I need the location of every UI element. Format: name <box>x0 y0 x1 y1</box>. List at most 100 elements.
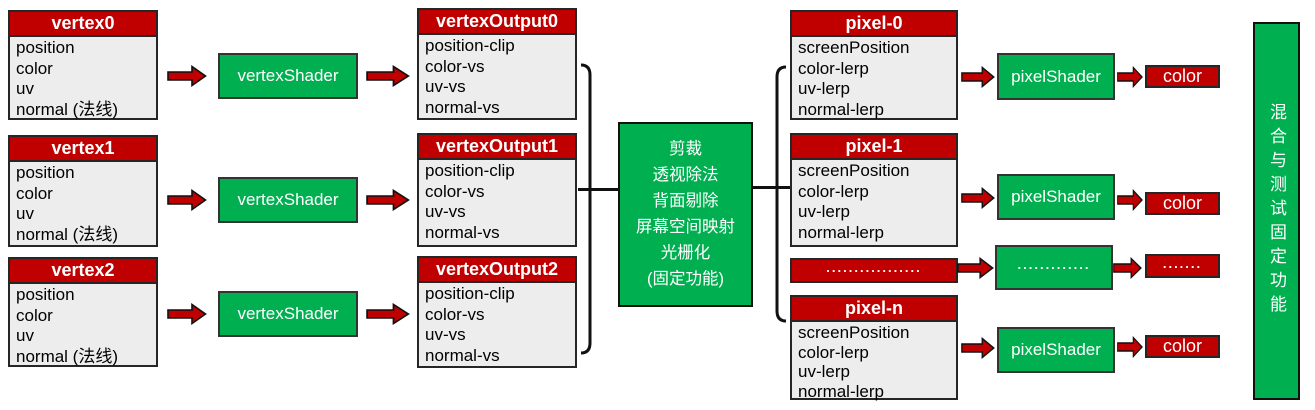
field-line: position <box>16 285 75 304</box>
stage-line: 屏幕空间映射 <box>636 218 735 236</box>
raster-stage-box: 剪裁 透视除法 背面剔除 屏幕空间映射 光栅化 (固定功能) <box>618 122 753 307</box>
field-line: normal (法线) <box>16 99 119 119</box>
pixel0-box: pixel-0 screenPosition color-lerp uv-ler… <box>790 10 958 120</box>
field-line: uv <box>16 204 34 223</box>
field-line: uv-vs <box>425 77 466 96</box>
field-line: normal-vs <box>425 222 500 242</box>
field-line: normal-lerp <box>798 381 884 401</box>
field-line: color-lerp <box>798 181 869 201</box>
vertex1-fields: position color uv normal (法线) <box>10 162 156 245</box>
vertex-shader-label: vertexShader <box>237 66 339 85</box>
vertex-output1-box: vertexOutput1 position-clip color-vs uv-… <box>417 133 577 247</box>
vertex-output0-fields: position-clip color-vs uv-vs normal-vs <box>419 35 575 118</box>
vertex0-fields: position color uv normal (法线) <box>10 37 156 120</box>
ellipsis-dots: ............. <box>1017 257 1091 272</box>
vertex-output2-box: vertexOutput2 position-clip color-vs uv-… <box>417 256 577 368</box>
pixel-shader-label: pixelShader <box>1011 66 1101 86</box>
vertex-shader-box: vertexShader <box>218 177 358 223</box>
vertex-output0-box: vertexOutput0 position-clip color-vs uv-… <box>417 8 577 120</box>
field-line: normal (法线) <box>16 224 119 244</box>
pixel-shader-label: pixelShader <box>1011 187 1101 206</box>
bracket-stage-connector <box>578 188 618 191</box>
pixeln-fields: screenPosition color-lerp uv-lerp normal… <box>792 322 956 401</box>
field-line: color-vs <box>425 181 485 201</box>
vertex-output0-title: vertexOutput0 <box>419 10 575 35</box>
field-line: position-clip <box>425 36 515 55</box>
vertex-output2-fields: position-clip color-vs uv-vs normal-vs <box>419 283 575 366</box>
flow-arrow-icon <box>366 303 410 325</box>
field-line: color-vs <box>425 304 485 324</box>
field-line: color <box>16 305 53 325</box>
field-line: normal-lerp <box>798 99 884 119</box>
pixel-shader-ellipsis-box: ............. <box>995 245 1113 290</box>
field-line: uv-lerp <box>798 362 850 381</box>
flow-arrow-icon <box>957 257 994 279</box>
vertex2-fields: position color uv normal (法线) <box>10 284 156 367</box>
vertex1-title: vertex1 <box>10 137 156 162</box>
flow-arrow-icon <box>961 187 995 209</box>
vertex2-box: vertex2 position color uv normal (法线) <box>8 257 158 367</box>
flow-arrow-icon <box>961 337 995 359</box>
flow-arrow-icon <box>167 65 207 87</box>
field-line: color <box>16 183 53 203</box>
gather-bracket-icon <box>580 63 592 355</box>
pixel1-fields: screenPosition color-lerp uv-lerp normal… <box>792 160 956 243</box>
flow-arrow-icon <box>1113 257 1142 279</box>
pixel1-box: pixel-1 screenPosition color-lerp uv-ler… <box>790 133 958 247</box>
pixel-shader-label: pixelShader <box>1011 340 1101 359</box>
color-output-label: color <box>1162 193 1202 213</box>
vertex2-title: vertex2 <box>10 259 156 284</box>
color-output-label: color <box>1162 66 1202 86</box>
pixel0-fields: screenPosition color-lerp uv-lerp normal… <box>792 37 956 120</box>
pixel1-title: pixel-1 <box>792 135 956 160</box>
stage-line: 光栅化 <box>660 244 711 262</box>
flow-arrow-icon <box>1117 66 1143 88</box>
field-line: position <box>16 38 75 57</box>
field-line: position-clip <box>425 284 515 303</box>
color-output-ellipsis-box: ....... <box>1145 254 1220 278</box>
vertex1-box: vertex1 position color uv normal (法线) <box>8 135 158 247</box>
field-line: uv-vs <box>425 202 466 221</box>
field-line: color-lerp <box>798 342 869 362</box>
vertex0-title: vertex0 <box>10 12 156 37</box>
field-line: screenPosition <box>798 161 910 180</box>
vertex-shader-box: vertexShader <box>218 291 358 337</box>
field-line: uv <box>16 79 34 98</box>
color-output-box: color <box>1145 192 1220 215</box>
pixel-shader-box: pixelShader <box>997 53 1115 100</box>
blend-test-stage-label: 混合与测试固定功能 <box>1267 103 1286 319</box>
color-output-box: color <box>1145 65 1220 88</box>
flow-arrow-icon <box>961 66 995 88</box>
flow-arrow-icon <box>167 189 207 211</box>
field-line: position-clip <box>425 161 515 180</box>
flow-arrow-icon <box>1117 189 1143 211</box>
vertex-shader-box: vertexShader <box>218 53 358 99</box>
field-line: color-vs <box>425 56 485 76</box>
stage-bracket-connector <box>753 186 791 189</box>
field-line: uv-lerp <box>798 79 850 98</box>
field-line: normal-vs <box>425 97 500 117</box>
vertex-shader-label: vertexShader <box>237 304 339 323</box>
vertex-output2-title: vertexOutput2 <box>419 258 575 283</box>
scatter-bracket-icon <box>775 65 787 323</box>
field-line: uv-lerp <box>798 202 850 221</box>
flow-arrow-icon <box>167 303 207 325</box>
stage-line: 剪裁 <box>669 140 702 158</box>
vertex0-box: vertex0 position color uv normal (法线) <box>8 10 158 120</box>
stage-line: 透视除法 <box>652 166 719 184</box>
ellipsis-dots: ................. <box>826 260 922 275</box>
field-line: uv-vs <box>425 325 466 344</box>
pixeln-title: pixel-n <box>792 297 956 322</box>
stage-line: (固定功能) <box>647 270 724 288</box>
pixel-ellipsis-bar: ................. <box>790 258 958 283</box>
pixeln-box: pixel-n screenPosition color-lerp uv-ler… <box>790 295 958 401</box>
color-output-box: color <box>1145 335 1220 358</box>
field-line: normal-vs <box>425 345 500 365</box>
field-line: screenPosition <box>798 38 910 57</box>
field-line: color <box>16 58 53 78</box>
field-line: screenPosition <box>798 323 910 342</box>
pixel-shader-box: pixelShader <box>997 327 1115 373</box>
field-line: color-lerp <box>798 58 869 78</box>
field-line: normal-lerp <box>798 222 884 242</box>
